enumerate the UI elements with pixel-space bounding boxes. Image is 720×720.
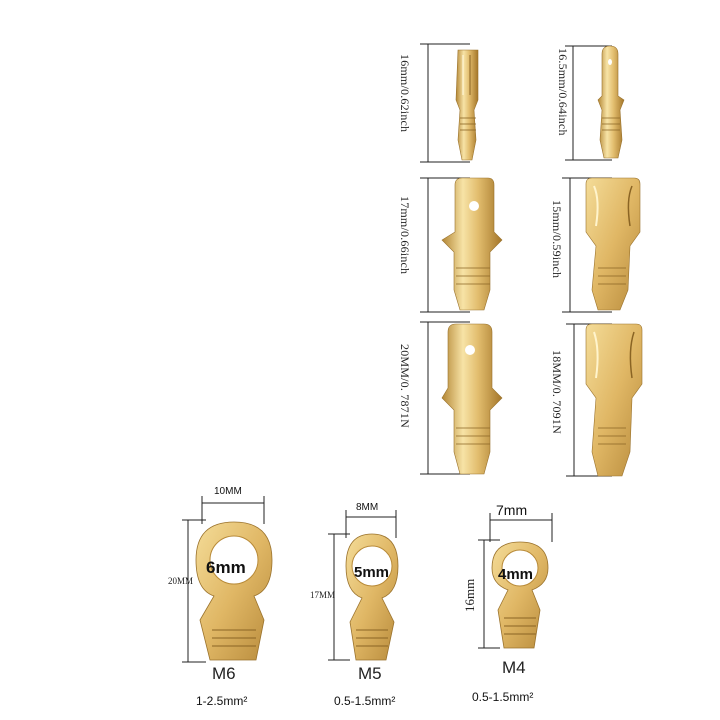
ring-width-label: 7mm [496, 502, 528, 518]
female-tab-narrow-icon [455, 49, 479, 161]
male-tab-icon [441, 177, 503, 311]
dimension-label: 20MM/0. 7871N [398, 344, 412, 428]
ring-hole-label: 4mm [498, 566, 534, 583]
male-tab-large-icon [441, 323, 503, 475]
dimension-label: 16.5mm/0.64inch [556, 48, 570, 136]
female-receptacle-large-icon [585, 323, 643, 477]
ring-hole-label: 5mm [354, 564, 390, 581]
female-receptacle-icon [585, 177, 641, 311]
ring-dimension-lines [182, 496, 553, 663]
ring-width-label: 10MM [214, 486, 242, 497]
ring-terminal-m5-icon [345, 533, 399, 661]
model-label: M4 [502, 658, 526, 677]
ring-height-label: 20MM [168, 576, 194, 586]
ring-height-label: 17MM [310, 590, 336, 600]
wire-spec-label: 0.5-1.5mm² [334, 694, 396, 708]
model-label: M5 [358, 664, 382, 683]
dimension-label: 15mm/0.59inch [550, 200, 564, 279]
dimension-label: 17mm/0.66inch [398, 196, 412, 275]
dimension-lines [420, 43, 612, 477]
ring-height-label: 16mm [462, 578, 477, 612]
dimension-label: 18MM/0. 7091N [550, 350, 564, 434]
male-tab-narrow-icon [597, 45, 625, 159]
ring-terminal-m4-icon [491, 541, 549, 649]
ring-terminal-m6-icon [195, 521, 273, 661]
wire-spec-label: 0.5-1.5mm² [472, 690, 534, 704]
model-label: M6 [212, 664, 236, 683]
wire-spec-label: 1-2.5mm² [196, 694, 248, 708]
ring-width-label: 8MM [356, 502, 379, 513]
dimension-label: 16mm/0.62inch [398, 54, 412, 133]
ring-hole-label: 6mm [206, 558, 246, 577]
